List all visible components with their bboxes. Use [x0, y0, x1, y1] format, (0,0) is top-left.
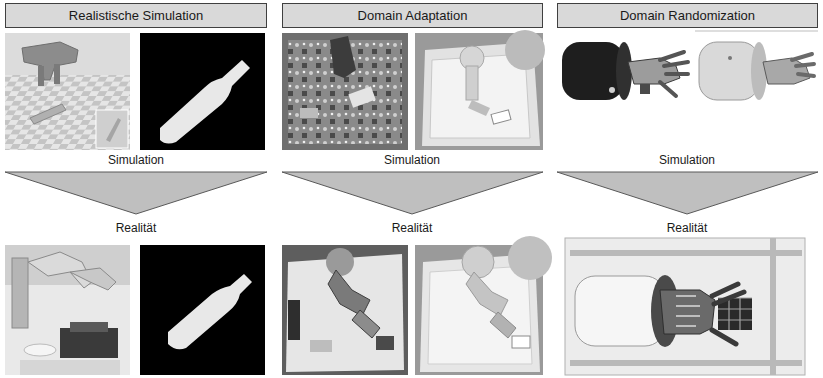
mask-image — [140, 33, 265, 150]
sim-render — [415, 30, 545, 150]
sim-render — [5, 33, 130, 150]
real-photo — [5, 245, 130, 375]
randomized-render — [695, 30, 818, 150]
mask-image — [140, 245, 265, 375]
randomized-render — [557, 30, 690, 150]
stage-label: Simulation — [659, 153, 715, 167]
header-box: Realistische Simulation — [5, 3, 267, 28]
stage-label: Simulation — [384, 153, 440, 167]
real-photo — [565, 238, 805, 375]
stage-label: Realität — [392, 221, 433, 235]
adapted-image — [415, 236, 552, 375]
stage-label: Realität — [116, 221, 157, 235]
transfer-triangle — [557, 172, 818, 214]
transfer-triangle — [282, 172, 543, 214]
header-text: Domain Randomization — [620, 8, 755, 23]
adapted-render — [282, 33, 408, 150]
header-text: Realistische Simulation — [69, 8, 203, 23]
header-text: Domain Adaptation — [358, 8, 468, 23]
stage-label: Simulation — [108, 153, 164, 167]
header-box: Domain Randomization — [557, 3, 818, 28]
real-photo — [282, 245, 408, 375]
transfer-triangle — [5, 172, 267, 214]
stage-label: Realität — [667, 221, 708, 235]
header-box: Domain Adaptation — [282, 3, 543, 28]
